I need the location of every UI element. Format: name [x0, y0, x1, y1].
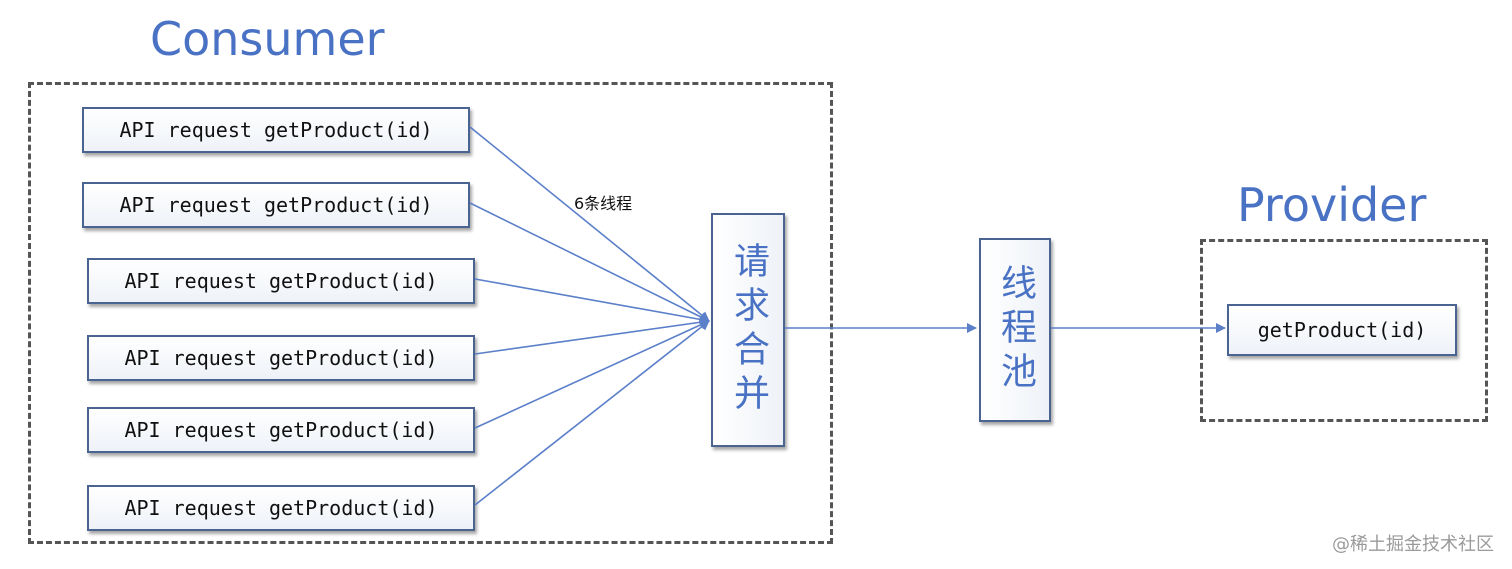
provider-title: Provider — [1237, 178, 1427, 232]
arrow-request-5 — [474, 320, 710, 429]
thread-count-label: 6条线程 — [574, 194, 633, 213]
provider-boundary — [1200, 239, 1488, 422]
arrow-request-4 — [474, 317, 710, 355]
request-box-1: API request getProduct(id) — [82, 107, 470, 153]
consumer-title: Consumer — [150, 12, 385, 66]
arrow-request-3 — [474, 278, 710, 325]
thread-pool-box: 线程池 — [979, 238, 1051, 422]
request-box-2: API request getProduct(id) — [82, 182, 470, 228]
request-merge-box: 请求合并 — [711, 213, 785, 447]
request-merge-label: 请求合并 — [728, 242, 769, 418]
thread-pool-label: 线程池 — [995, 264, 1036, 396]
request-box-5: API request getProduct(id) — [87, 407, 475, 453]
arrow-request-6 — [474, 320, 710, 506]
watermark: @稀土掘金技术社区 — [1332, 534, 1494, 555]
request-box-6: API request getProduct(id) — [87, 485, 475, 531]
consumer-boundary — [28, 82, 833, 544]
provider-method-box: getProduct(id) — [1227, 304, 1457, 356]
request-box-3: API request getProduct(id) — [87, 258, 475, 304]
request-box-4: API request getProduct(id) — [87, 335, 475, 381]
arrow-request-2 — [469, 202, 710, 322]
arrow-request-1 — [469, 126, 710, 322]
